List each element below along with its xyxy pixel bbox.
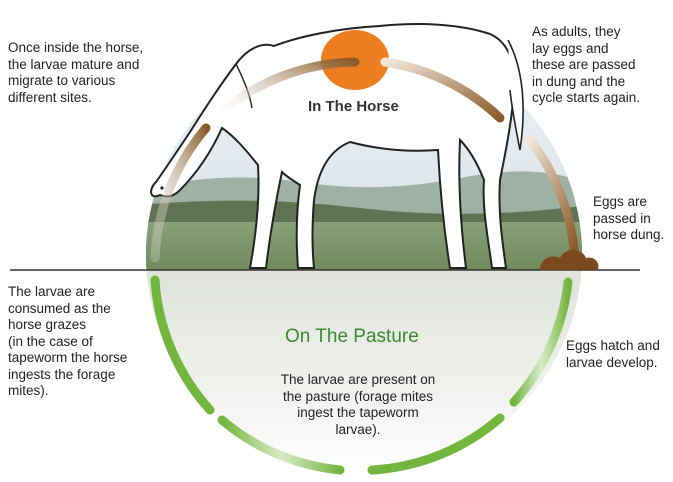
step-larvae-mature: Once inside the horse, the larvae mature… — [8, 40, 178, 106]
in-the-horse-title: In The Horse — [308, 98, 399, 115]
step-adults-lay-eggs: As adults, they lay eggs and these are p… — [532, 24, 672, 107]
step-eggs-hatch: Eggs hatch and larvae develop. — [566, 338, 671, 371]
step-larvae-consumed: The larvae are consumed as the horse gra… — [8, 284, 158, 400]
step-larvae-present: The larvae are present on the pasture (f… — [258, 372, 458, 438]
on-the-pasture-title: On The Pasture — [285, 326, 419, 348]
step-eggs-passed: Eggs are passed in horse dung. — [593, 194, 673, 244]
